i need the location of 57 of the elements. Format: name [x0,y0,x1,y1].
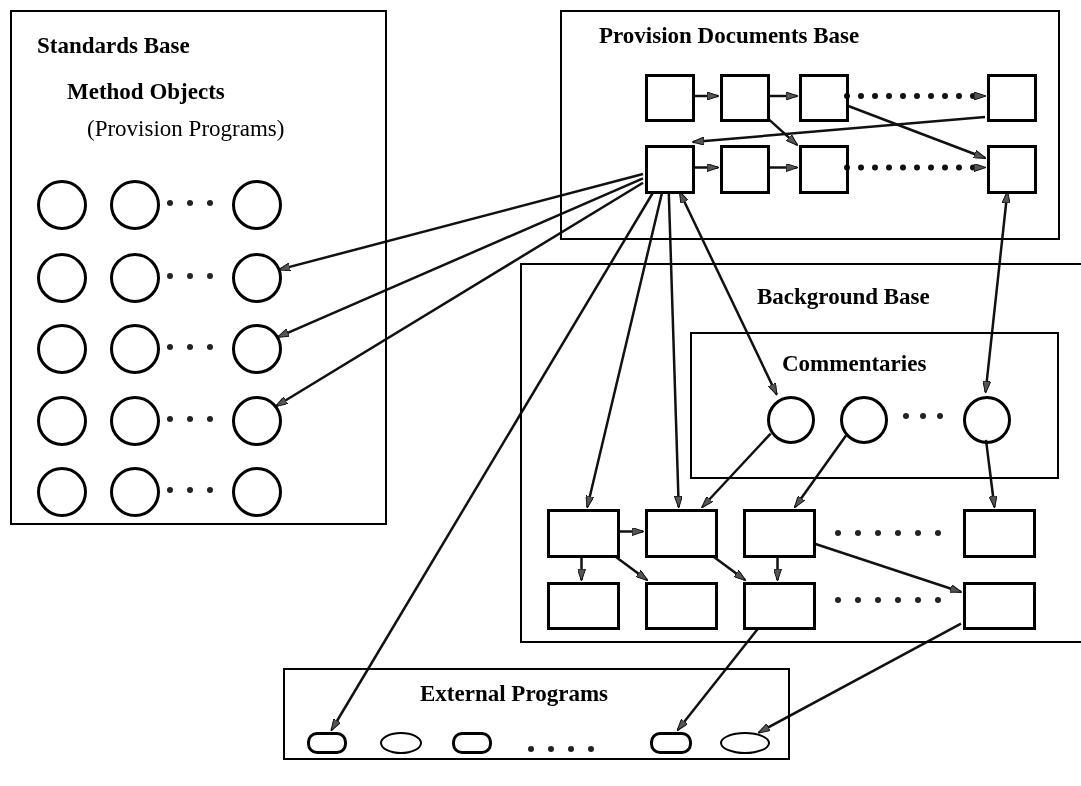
box-node [547,582,620,630]
box-node [307,732,347,754]
arrow [711,555,747,582]
arrow [813,542,963,594]
arrow [701,432,772,509]
group-title: Standards Base [37,34,190,57]
box-node [452,732,492,754]
box-node [720,145,770,194]
arrow [676,627,760,732]
group-title: (Provision Programs) [87,117,285,140]
box-node [547,509,620,558]
container-box [560,10,1060,240]
arrow [767,117,799,147]
container-box [10,10,387,525]
group-title: Provision Documents Base [599,24,860,47]
arrow [844,163,988,172]
arrow [577,556,586,582]
arrow [618,527,645,536]
group-title: Commentaries [782,352,927,375]
group-title: External Programs [420,682,608,705]
arrow [773,556,782,582]
arrow [757,622,962,734]
box-node [799,145,849,194]
box-node [987,145,1037,194]
ellipse-node [720,732,770,754]
box-node [645,74,695,122]
arrow [667,191,683,509]
box-node [650,732,692,754]
arrow [275,181,644,408]
arrow [844,91,988,101]
box-node [963,509,1036,558]
container-box [520,263,1081,643]
box-node [799,74,849,122]
arrow [330,191,655,732]
box-node [963,582,1036,630]
arrow [613,555,649,582]
arrow [691,115,986,146]
box-node [743,509,816,558]
arrow [768,163,799,172]
group-box [690,332,1059,479]
group-title: Method Objects [67,80,225,103]
box-node [720,74,770,122]
arrow [276,177,644,339]
box-node [743,582,816,630]
box-node [645,509,718,558]
box-node [645,145,695,194]
arrow [585,191,664,509]
container-box [283,668,790,760]
arrow [768,91,799,101]
arrow [693,91,720,101]
box-node [645,582,718,630]
box-node [987,74,1037,122]
ellipse-node [380,732,422,754]
arrow [793,434,848,509]
arrow [846,104,987,160]
arrow [693,163,720,172]
group-title: Background Base [757,285,930,308]
